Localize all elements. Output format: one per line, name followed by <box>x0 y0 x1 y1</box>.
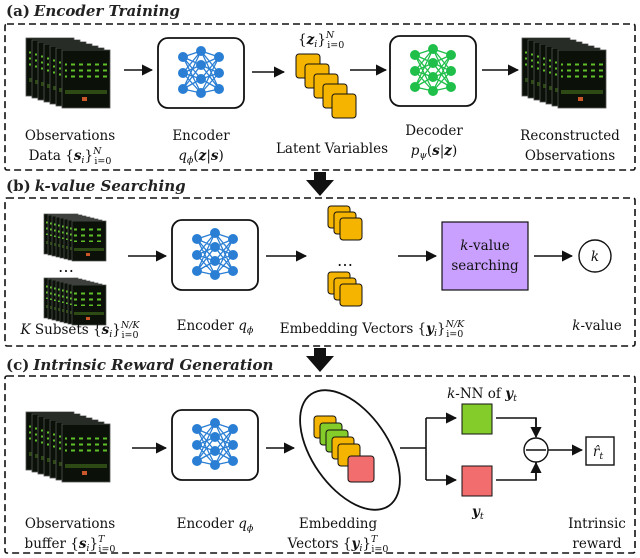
observations-label-a: Observations <box>25 128 115 144</box>
latent-variables-stack <box>295 53 357 119</box>
encoder-formula-a: qϕ(z|s) <box>178 148 224 166</box>
observations-buffer-stack <box>25 411 111 483</box>
k-value-searching-label-2: searching <box>451 258 519 274</box>
line-query-to-diff <box>496 462 537 481</box>
reward-box <box>585 436 615 466</box>
reconstructed-stack <box>521 37 607 109</box>
knn-vector-box <box>461 403 493 435</box>
section-b-border <box>4 197 636 347</box>
knn-label: k-NN of yt <box>447 386 517 404</box>
section-b-title: (b)k-value Searching <box>6 177 186 195</box>
reward-symbol: r̂t <box>593 444 603 462</box>
intrinsic-reward-label-1: Intrinsic <box>568 516 626 532</box>
subset-ellipsis: … <box>58 257 74 276</box>
embedding-label-c-1: Embedding <box>299 516 378 532</box>
encoder-label-b: Encoder qϕ <box>177 318 254 336</box>
decoder-label: Decoder <box>405 123 463 139</box>
embedding-stack-top <box>327 205 363 241</box>
decoder-formula: pψ(s|z) <box>411 143 458 161</box>
query-vector-box <box>461 465 493 497</box>
subset-stack-bottom <box>43 277 107 326</box>
section-a-border <box>4 23 636 171</box>
reconstructed-label-2: Observations <box>525 148 615 164</box>
embedding-cluster-ellipse <box>299 389 401 511</box>
down-arrow-b-c <box>306 348 334 372</box>
section-c-border <box>4 375 636 554</box>
latent-variables-label: Latent Variables <box>276 141 388 157</box>
section-a-title: (a)Encoder Training <box>6 2 180 20</box>
query-vector-label: yt <box>471 504 484 522</box>
encoder-label-a: Encoder <box>172 128 230 144</box>
observations-label-c: Observations <box>25 516 115 532</box>
line-knn-to-diff <box>496 417 537 436</box>
k-value-searching-label-1: k-value <box>460 238 509 254</box>
reconstructed-label-1: Reconstructed <box>520 128 620 144</box>
k-value-label: k-value <box>572 318 621 334</box>
encoder-label-c: Encoder qϕ <box>177 516 254 534</box>
intrinsic-reward-label-2: reward <box>572 536 622 552</box>
k-result-symbol: k <box>591 249 599 265</box>
embedding-stack-c <box>313 415 375 483</box>
embedding-ellipsis: … <box>337 251 353 270</box>
subset-stack-top <box>43 213 107 262</box>
k-result-circle <box>578 239 612 273</box>
observations-stack-a <box>25 37 111 109</box>
k-value-searching-box <box>441 221 529 291</box>
section-c-title: (c)Intrinsic Reward Generation <box>6 356 273 374</box>
down-arrow-a-b <box>306 172 334 196</box>
embedding-stack-bottom <box>327 271 363 307</box>
